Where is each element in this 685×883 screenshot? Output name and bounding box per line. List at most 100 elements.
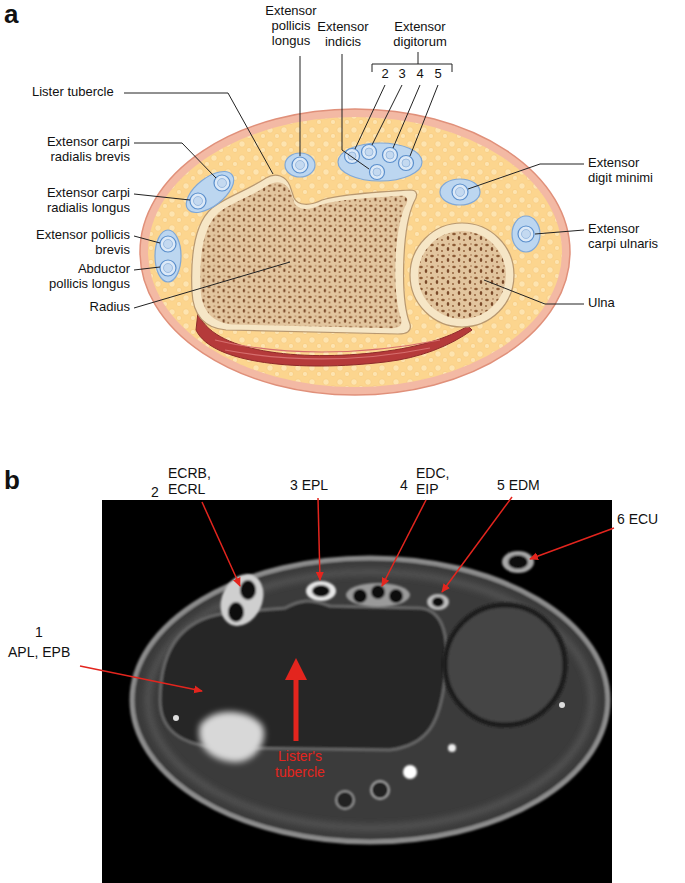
tendon-sheath: [338, 143, 422, 181]
leader-line: [124, 93, 273, 174]
radius-marrow: [200, 182, 407, 328]
lister-arrow: [285, 658, 307, 741]
cross-section: [140, 109, 570, 395]
tendon-core: [386, 151, 394, 159]
leader-line: [134, 267, 160, 270]
mri-vessel: [559, 702, 565, 708]
tendon-core: [365, 148, 373, 156]
mri-vessel: [173, 715, 179, 721]
mri-tendon: [336, 791, 354, 809]
tendon: [452, 184, 468, 200]
leader-arrow: [530, 528, 614, 559]
mri-vessel: [448, 744, 456, 752]
tendon: [370, 165, 385, 180]
tendon-label: Extensor indicis: [312, 20, 374, 50]
tendon-core: [522, 230, 531, 239]
mri-vessel: [403, 765, 417, 779]
leader-line: [393, 85, 420, 148]
mri-bright-spots: [173, 702, 565, 809]
callout-number: 5: [433, 67, 443, 82]
tendon-label: Abductor pollicis longus: [40, 262, 130, 292]
skin: [140, 109, 570, 395]
callout-number: 4: [415, 67, 425, 82]
subcutaneous-layer: [148, 572, 592, 828]
tendon-label: Extensor carpi radialis longus: [15, 186, 130, 216]
leader-line: [355, 85, 385, 149]
mri-tendon: [432, 597, 444, 607]
compartment-label: 6 ECU: [617, 511, 658, 527]
mri-sheath: [427, 594, 449, 610]
mri-sheath: [306, 581, 336, 601]
leader-line: [300, 56, 301, 156]
mri-sheath: [346, 583, 410, 607]
compartment-number: 4: [400, 477, 408, 493]
mri-ulna: [445, 605, 565, 725]
mri-sheath: [502, 551, 534, 573]
tendon-core: [218, 179, 227, 188]
leader-line: [372, 85, 402, 145]
tendon: [292, 157, 308, 173]
mri-tendon: [240, 580, 256, 600]
ulna-bone: [410, 223, 514, 327]
panel-letter: a: [4, 0, 18, 30]
tendon-label: Extensor digit minimi: [588, 156, 660, 186]
compartment-number: 1: [35, 624, 43, 640]
ulna-marrow: [418, 231, 506, 319]
tendons: [160, 145, 534, 277]
tendon-label: Extensor digitorum: [382, 20, 458, 50]
leader-arrow: [202, 502, 240, 586]
tendon-sheath: [155, 230, 181, 282]
leader-line: [134, 194, 190, 200]
tendon: [214, 175, 230, 191]
red-leaders: [80, 497, 614, 691]
tendon: [518, 226, 534, 242]
tendon: [160, 236, 176, 252]
tendon-core: [296, 161, 305, 170]
leader-arrow: [318, 498, 320, 580]
mri-tendon: [389, 589, 403, 603]
tendon-sheath: [285, 153, 315, 177]
mri-tendon: [371, 781, 389, 799]
tendon-label: Extensor pollicis brevis: [15, 228, 130, 258]
muscle-fibres: [215, 340, 440, 359]
leader-line: [134, 262, 290, 308]
compartment-number: 2: [151, 484, 159, 500]
landmark-label: Lister's tubercle: [256, 748, 344, 780]
mri-tendon: [508, 555, 528, 569]
tendon-core: [456, 188, 465, 197]
tendon: [399, 156, 414, 171]
compartment-label: 3 EPL: [290, 477, 328, 493]
tendon-core: [402, 159, 410, 167]
tendon-core: [164, 264, 173, 273]
wrist-outline: [132, 558, 608, 842]
callout-number: 2: [380, 67, 390, 82]
tendon-core: [164, 240, 173, 249]
landmark-label: Lister tubercle: [32, 85, 114, 100]
compartment-label: ECRB, ECRL: [168, 465, 220, 497]
callout-number: 3: [397, 67, 407, 82]
tendon: [362, 145, 377, 160]
leader-lines: [124, 52, 584, 308]
mri-fluid: [199, 712, 264, 762]
radius-bone: [192, 175, 417, 334]
tendon: [160, 260, 176, 276]
tendon-sheath: [440, 179, 480, 205]
leader-line: [134, 143, 216, 178]
tendon: [383, 148, 398, 163]
tendon: [190, 193, 206, 209]
mri-tendons: [212, 551, 534, 633]
leader-arrow: [80, 666, 202, 691]
mri-tendon: [371, 585, 385, 599]
compartment-label: APL, EPB: [8, 644, 70, 660]
subcutaneous-fat: [148, 117, 562, 387]
mri-tendon: [228, 602, 244, 622]
tendon-label: Extensor pollicis longus: [254, 4, 328, 49]
leader-line: [342, 54, 369, 169]
tendon-cores: [164, 148, 531, 273]
leader-arrow: [442, 497, 512, 592]
mri-tendon: [312, 585, 330, 597]
leader-line: [484, 280, 584, 304]
tendon-core: [194, 197, 203, 206]
leader-line: [134, 236, 160, 243]
